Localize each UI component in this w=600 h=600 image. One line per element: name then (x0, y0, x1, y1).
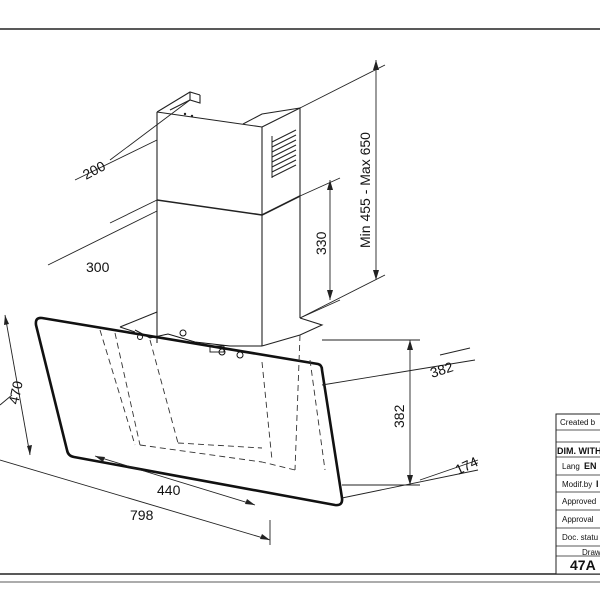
vent-slots (271, 129, 297, 178)
title-block: Created b DIM. WITH Lang EN Modif.by I A… (555, 413, 600, 575)
tb-approved: Approved (562, 497, 596, 506)
tb-drawing-number: 47A (570, 557, 596, 573)
tb-created-by: Created b (560, 418, 596, 427)
dim-382-height: 382 (391, 404, 407, 428)
drawing-frame (0, 28, 600, 583)
tb-lang-value: EN (584, 461, 597, 471)
dimension-arrows (4, 60, 413, 540)
tb-modif-value: I (596, 479, 599, 489)
dim-174: 174 (453, 453, 481, 477)
dim-300: 300 (86, 259, 110, 275)
dim-200: 200 (80, 157, 108, 182)
dim-470: 470 (5, 379, 26, 405)
dimension-labels: 200 300 330 Min 455 - Max 650 470 382 38… (5, 132, 480, 523)
tb-modif-label: Modif.by (562, 480, 592, 489)
dim-330: 330 (313, 231, 329, 255)
hidden-lines (99, 329, 326, 471)
tb-lang-label: Lang (562, 462, 580, 471)
chimney-body (119, 91, 324, 347)
hood-glass-panel (34, 316, 344, 507)
dim-440: 440 (157, 482, 181, 498)
dim-798: 798 (130, 507, 154, 523)
chimney-screws (183, 112, 194, 118)
dim-382-depth: 382 (428, 358, 455, 381)
dimension-lines (0, 60, 479, 545)
tb-doc-status: Doc. statu (562, 533, 598, 542)
tb-drawing-label: Draw (582, 548, 600, 557)
tb-dim-with: DIM. WITH (557, 446, 600, 456)
dim-455-650: Min 455 - Max 650 (357, 132, 373, 248)
tb-approval: Approval (562, 515, 594, 524)
